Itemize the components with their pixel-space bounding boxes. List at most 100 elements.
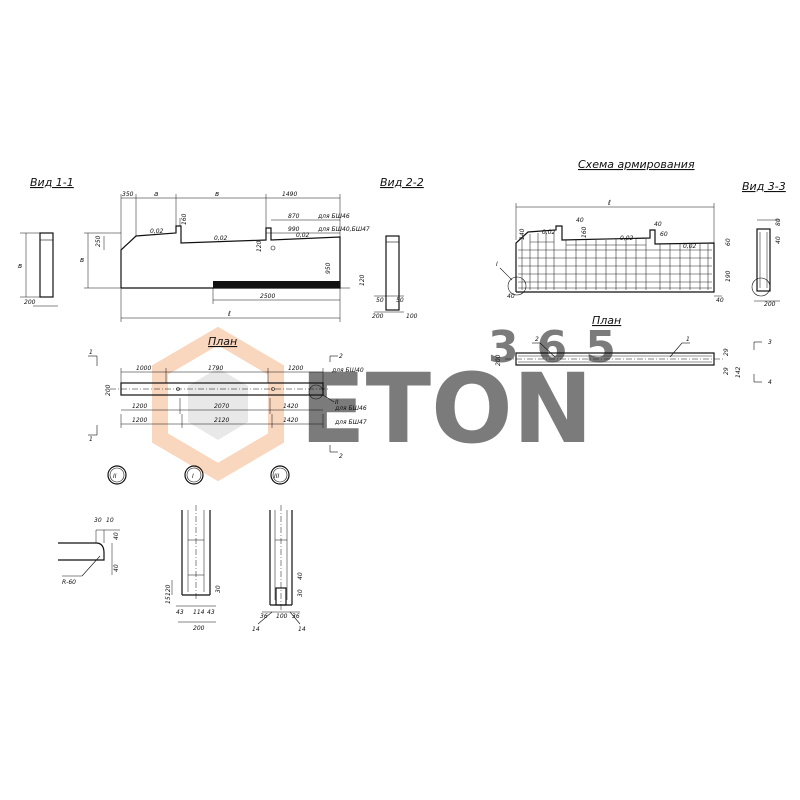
dim-1200-bot: 1200 bbox=[132, 417, 147, 424]
plan-left-title: План bbox=[208, 335, 237, 348]
view-1-1: Вид 1-1 в 200 bbox=[18, 176, 74, 307]
main-elevation: Вид 2-2 350 a в 1490 870 для БШ46 990 дл… bbox=[80, 176, 424, 322]
reinforcement-scheme: Схема армирования Вид 3-3 ℓ bbox=[496, 158, 786, 304]
scheme-dim-160: 160 bbox=[581, 226, 588, 238]
dim-30-III: 30 bbox=[297, 589, 304, 597]
dim-l-scheme: ℓ bbox=[607, 199, 611, 207]
scheme-dim-40-b: 40 bbox=[654, 221, 662, 228]
dim-100-III: 100 bbox=[276, 613, 288, 620]
detail-mark-I: I bbox=[192, 473, 194, 480]
dim-1420-bot: 1420 bbox=[283, 417, 298, 424]
dim-30-II: 30 bbox=[94, 517, 102, 524]
label-bsh46-top: для БШ46 bbox=[317, 213, 350, 220]
view-2-2-section: 120 50 50 200 100 bbox=[359, 235, 418, 320]
scheme-dim-40-a: 40 bbox=[576, 217, 584, 224]
dim-1200-mid: 1200 bbox=[132, 403, 147, 410]
dim-2500: 2500 bbox=[260, 293, 275, 300]
dim-2120: 2120 bbox=[214, 417, 229, 424]
watermark-hexagon-inner-icon bbox=[188, 368, 248, 440]
dim-1000: 1000 bbox=[136, 365, 151, 372]
view-2-2-title: Вид 2-2 bbox=[380, 176, 424, 189]
dim-950: 950 bbox=[325, 262, 332, 274]
dim-14-III-b: 14 bbox=[298, 626, 306, 633]
dim-990: 990 bbox=[288, 226, 300, 233]
detail-I: 15 120 30 43 114 43 200 bbox=[165, 505, 222, 632]
dim-50-b: 50 bbox=[396, 297, 404, 304]
plan-dim-29-b: 29 bbox=[723, 367, 730, 375]
marker-1-top: 1 bbox=[89, 349, 93, 356]
plan-dim-29-a: 29 bbox=[723, 348, 730, 356]
slope-1: 0,02 bbox=[150, 228, 164, 235]
dim-200-plan: 200 bbox=[105, 384, 112, 396]
watermark: ETON 365 bbox=[152, 322, 616, 482]
plan-right-title: План bbox=[592, 314, 621, 327]
dim-40-II-b: 40 bbox=[113, 564, 120, 572]
dim-h-view11: в bbox=[18, 262, 22, 270]
slope-2: 0,02 bbox=[214, 235, 228, 242]
scheme-slope-3: 0,02 bbox=[683, 243, 697, 250]
dim-1420-mid: 1420 bbox=[283, 403, 298, 410]
dim-870: 870 bbox=[288, 213, 300, 220]
marker-2-bot: 2 bbox=[339, 453, 343, 460]
scheme-dim-140: 140 bbox=[519, 228, 526, 240]
watermark-hexagon-icon bbox=[152, 326, 284, 482]
scheme-slope-1: 0,02 bbox=[542, 229, 556, 236]
dim-120-notch: 120 bbox=[256, 240, 263, 252]
dim-120-sec: 120 bbox=[359, 274, 366, 286]
dim-200-view11: 200 bbox=[24, 299, 36, 306]
dim-1790: 1790 bbox=[208, 365, 223, 372]
dim-30-I: 30 bbox=[215, 585, 222, 593]
plan-pos-2: 2 bbox=[535, 336, 539, 343]
scheme-dim-60-r: 60 bbox=[725, 238, 732, 246]
dim-40-II-a: 40 bbox=[113, 532, 120, 540]
plan-pos-1: 1 bbox=[686, 336, 690, 343]
plan-right: План 2 1 200 29 29 142 3 4 bbox=[495, 314, 772, 386]
plan-dim-200: 200 bbox=[495, 354, 502, 366]
dim-200-I: 200 bbox=[193, 625, 205, 632]
dim-36-III-a: 36 bbox=[260, 613, 268, 620]
v33-dim-200: 200 bbox=[764, 301, 776, 308]
dim-1490: 1490 bbox=[282, 191, 297, 198]
dim-200-sec: 200 bbox=[372, 313, 384, 320]
label-bsh47-plan: для БШ47 bbox=[334, 419, 367, 426]
watermark-brand: ETON bbox=[300, 353, 593, 465]
scheme-dim-40-l: 40 bbox=[507, 293, 515, 300]
dim-100-sec: 100 bbox=[406, 313, 418, 320]
dim-50-a: 50 bbox=[376, 297, 384, 304]
dim-43-I: 43 bbox=[176, 609, 184, 616]
dim-h-left: в bbox=[80, 256, 84, 264]
plan-dim-142: 142 bbox=[735, 366, 742, 378]
detail-mark-II: II bbox=[113, 473, 117, 480]
scheme-dim-60-a: 60 bbox=[660, 231, 668, 238]
scheme-title: Схема армирования bbox=[578, 158, 695, 171]
marker-3: 3 bbox=[768, 339, 772, 346]
dim-43b-I: 43 bbox=[207, 609, 215, 616]
scheme-dim-190: 190 bbox=[725, 270, 732, 282]
marker-4: 4 bbox=[768, 379, 772, 386]
detail-II: 30 10 40 40 R-60 bbox=[58, 517, 120, 586]
dim-160: 160 bbox=[181, 213, 188, 225]
radius-R60: R-60 bbox=[62, 579, 76, 586]
dim-2070: 2070 bbox=[214, 403, 229, 410]
detail-markers: II I III bbox=[107, 465, 290, 485]
rebar-grid bbox=[518, 232, 712, 290]
marker-2-top: 2 bbox=[339, 353, 343, 360]
dim-15-I: 15 bbox=[165, 596, 172, 604]
dim-36-III-b: 36 bbox=[292, 613, 300, 620]
bottom-bar-2500 bbox=[213, 281, 340, 288]
view-3-3-title: Вид 3-3 bbox=[742, 180, 786, 193]
dim-l-main: ℓ bbox=[227, 310, 231, 318]
dim-b: в bbox=[215, 190, 219, 198]
scheme-slope-2: 0,02 bbox=[620, 235, 634, 242]
scheme-callout-I: I bbox=[496, 261, 498, 268]
dim-1200-top: 1200 bbox=[288, 365, 303, 372]
dim-10-II: 10 bbox=[106, 517, 114, 524]
view-1-1-title: Вид 1-1 bbox=[30, 176, 74, 189]
dim-a: a bbox=[154, 190, 158, 198]
label-bsh40-47-top: для БШ40,БШ47 bbox=[317, 226, 370, 233]
dim-350: 350 bbox=[122, 191, 134, 198]
detail-III: 40 30 36 100 36 14 14 bbox=[252, 505, 306, 633]
v33-dim-80: 80 bbox=[775, 218, 782, 226]
label-bsh46-plan: для БШ46 bbox=[334, 405, 367, 412]
